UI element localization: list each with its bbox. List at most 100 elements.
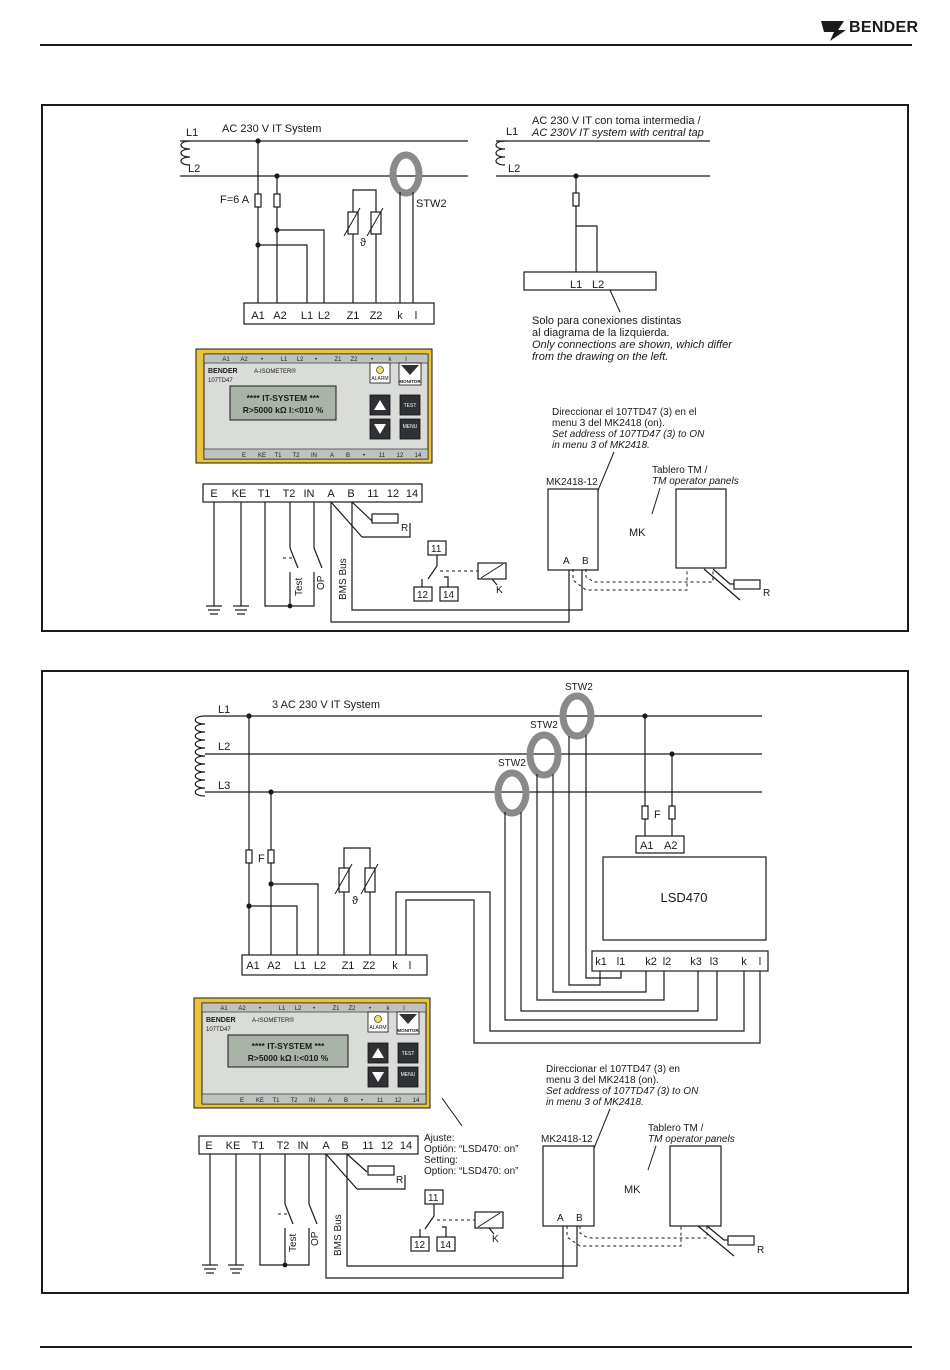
d1-tap-terminal-box: [523, 271, 657, 291]
d1-current-transformer-icon: [389, 151, 423, 197]
d1-mk-a: A: [563, 556, 570, 567]
central-tap-coil-icon: [495, 140, 506, 166]
d2-dev-model: 107TD47: [206, 1027, 231, 1033]
d1-r2-label: R: [763, 588, 770, 599]
d2-lsd-a1: A1: [640, 840, 653, 852]
d1-resistor-1: [371, 513, 399, 524]
dev-top-terminal-7-1: Z2: [348, 1006, 356, 1012]
d1-bms-bus-label: BMS Bus: [338, 558, 349, 600]
d2-fuse-label: F: [258, 853, 265, 865]
dev-top-terminal-1-1: A2: [238, 1006, 246, 1012]
transformer-coil-icon: [180, 140, 191, 166]
d2-bottom-terminal-6: B: [341, 1140, 348, 1152]
d2-bottom-terminal-7: 11: [362, 1140, 373, 1152]
header-rule: [40, 44, 912, 46]
d1-dev-bot-terminal-6: B: [346, 453, 350, 459]
d2-op-switch-label: OP: [310, 1231, 321, 1246]
d1-system-label: AC 230 V IT System: [222, 123, 321, 135]
d1-lcd: [229, 385, 337, 421]
d1-menu-button[interactable]: [399, 418, 421, 440]
d2-bottom-terminal-9: 14: [400, 1140, 412, 1152]
d1-central-tap-en: AC 230V IT system with central tap: [531, 127, 704, 139]
d2-bottom-terminal-3: T2: [277, 1140, 290, 1152]
d1-top-terminal-3: L2: [318, 310, 330, 322]
d1-top-terminal-7: l: [415, 310, 417, 322]
d2-arrow-down-icon: [372, 1072, 384, 1082]
d1-top-terminal-1: A2: [273, 310, 286, 322]
d2-relay-12: 12: [414, 1240, 426, 1251]
d1-l2-label: L2: [188, 163, 200, 175]
d2-setting-3: Setting:: [424, 1155, 458, 1166]
diagram1-frame: [41, 104, 909, 632]
d2-dev-bot-terminal-6: B: [344, 1098, 348, 1104]
d2-dev-bot-terminal-4: IN: [309, 1098, 315, 1104]
d2-alarm-label: ALARM: [369, 1025, 386, 1031]
d1-mk-b: B: [582, 556, 589, 567]
diagram2: L1 L2 L3 3 AC 230 V IT System F: [193, 682, 769, 1279]
d1-address-en-2: in menu 3 of MK2418.: [552, 440, 650, 451]
d1-theta: ϑ: [360, 237, 366, 249]
d2-system-label: 3 AC 230 V IT System: [272, 699, 380, 711]
d1-bottom-terminal-5: A: [327, 488, 335, 500]
d2-lsd-terminal-2: k2: [645, 956, 657, 968]
d2-lsd-terminal-7: l: [759, 956, 761, 968]
d2-relay-14: 14: [440, 1240, 452, 1251]
d1-test-button[interactable]: [399, 394, 421, 416]
d1-dev-model: 107TD47: [208, 378, 233, 384]
d1-arrow-up-icon: [374, 400, 386, 410]
dev-top-terminal-5-0: •: [315, 357, 317, 363]
diagram1: L1 L2 AC 230 V IT System F=6 A ϑ: [180, 115, 770, 623]
d1-note-en-1: Only connections are shown, which differ: [532, 339, 733, 351]
d2-ct-3-icon: [494, 769, 530, 817]
d1-bottom-terminal-7: 11: [367, 488, 378, 500]
d2-dev-bot-terminal-2: T1: [272, 1098, 280, 1104]
d2-top-terminal-4: Z1: [342, 960, 355, 972]
d2-test-button[interactable]: [397, 1042, 419, 1064]
d1-tap-term-l1: L1: [570, 279, 582, 291]
d1-l1-label: L1: [186, 127, 198, 139]
d1-top-terminal-0: A1: [251, 310, 264, 322]
d2-ct-2-label: STW2: [530, 720, 558, 731]
d2-top-terminal-0: A1: [246, 960, 259, 972]
d2-dev-bot-terminal-0: E: [240, 1098, 244, 1104]
d1-note-es-1: Solo para conexiones distintas: [532, 315, 682, 327]
dev-top-terminal-0-1: A1: [220, 1006, 228, 1012]
dev-top-terminal-0-0: A1: [222, 357, 230, 363]
d2-dev-bot-terminal-1: KE: [256, 1098, 264, 1104]
d1-top-terminal-5: Z2: [370, 310, 383, 322]
d1-mk-model: MK2418-12: [546, 477, 598, 488]
dev-top-terminal-10-1: l: [403, 1006, 404, 1012]
d2-l3: L3: [218, 780, 230, 792]
d2-earth-1-icon: [202, 1264, 218, 1274]
d1-tm-en: TM operator panels: [652, 476, 739, 487]
d2-bottom-terminal-0: E: [205, 1140, 212, 1152]
d2-tm-en: TM operator panels: [648, 1134, 735, 1145]
d2-lsd-terminal-5: l3: [710, 956, 719, 968]
d1-address-en-1: Set address of 107TD47 (3) to ON: [552, 429, 705, 440]
d2-tm-es: Tablero TM /: [648, 1123, 704, 1134]
d2-relay-11: 11: [428, 1193, 439, 1204]
dev-top-terminal-7-0: Z2: [350, 357, 358, 363]
d2-lcd-line2: R>5000 kΩ I:<010 %: [248, 1053, 329, 1063]
d2-menu-button[interactable]: [397, 1066, 419, 1088]
d1-fuse-label: F=6 A: [220, 194, 250, 206]
dev-top-terminal-9-1: k: [387, 1006, 391, 1012]
d1-earth-2-icon: [233, 605, 249, 615]
d2-ct-1-label: STW2: [565, 682, 593, 693]
d2-l2: L2: [218, 741, 230, 753]
d1-ct-label: STW2: [416, 198, 447, 210]
footer-rule: [40, 1346, 912, 1348]
d1-tap-term-l2: L2: [592, 279, 604, 291]
d1-top-terminal-6: k: [397, 310, 403, 322]
d1-bottom-terminal-0: E: [210, 488, 217, 500]
d1-arrow-down-icon: [374, 424, 386, 434]
d2-dev-bot-terminal-10: 14: [413, 1098, 420, 1104]
d2-ct-2-icon: [526, 731, 562, 779]
d1-test-label: TEST: [404, 403, 417, 409]
d1-resistor-2: [733, 579, 761, 590]
d1-top-terminal-2: L1: [301, 310, 313, 322]
